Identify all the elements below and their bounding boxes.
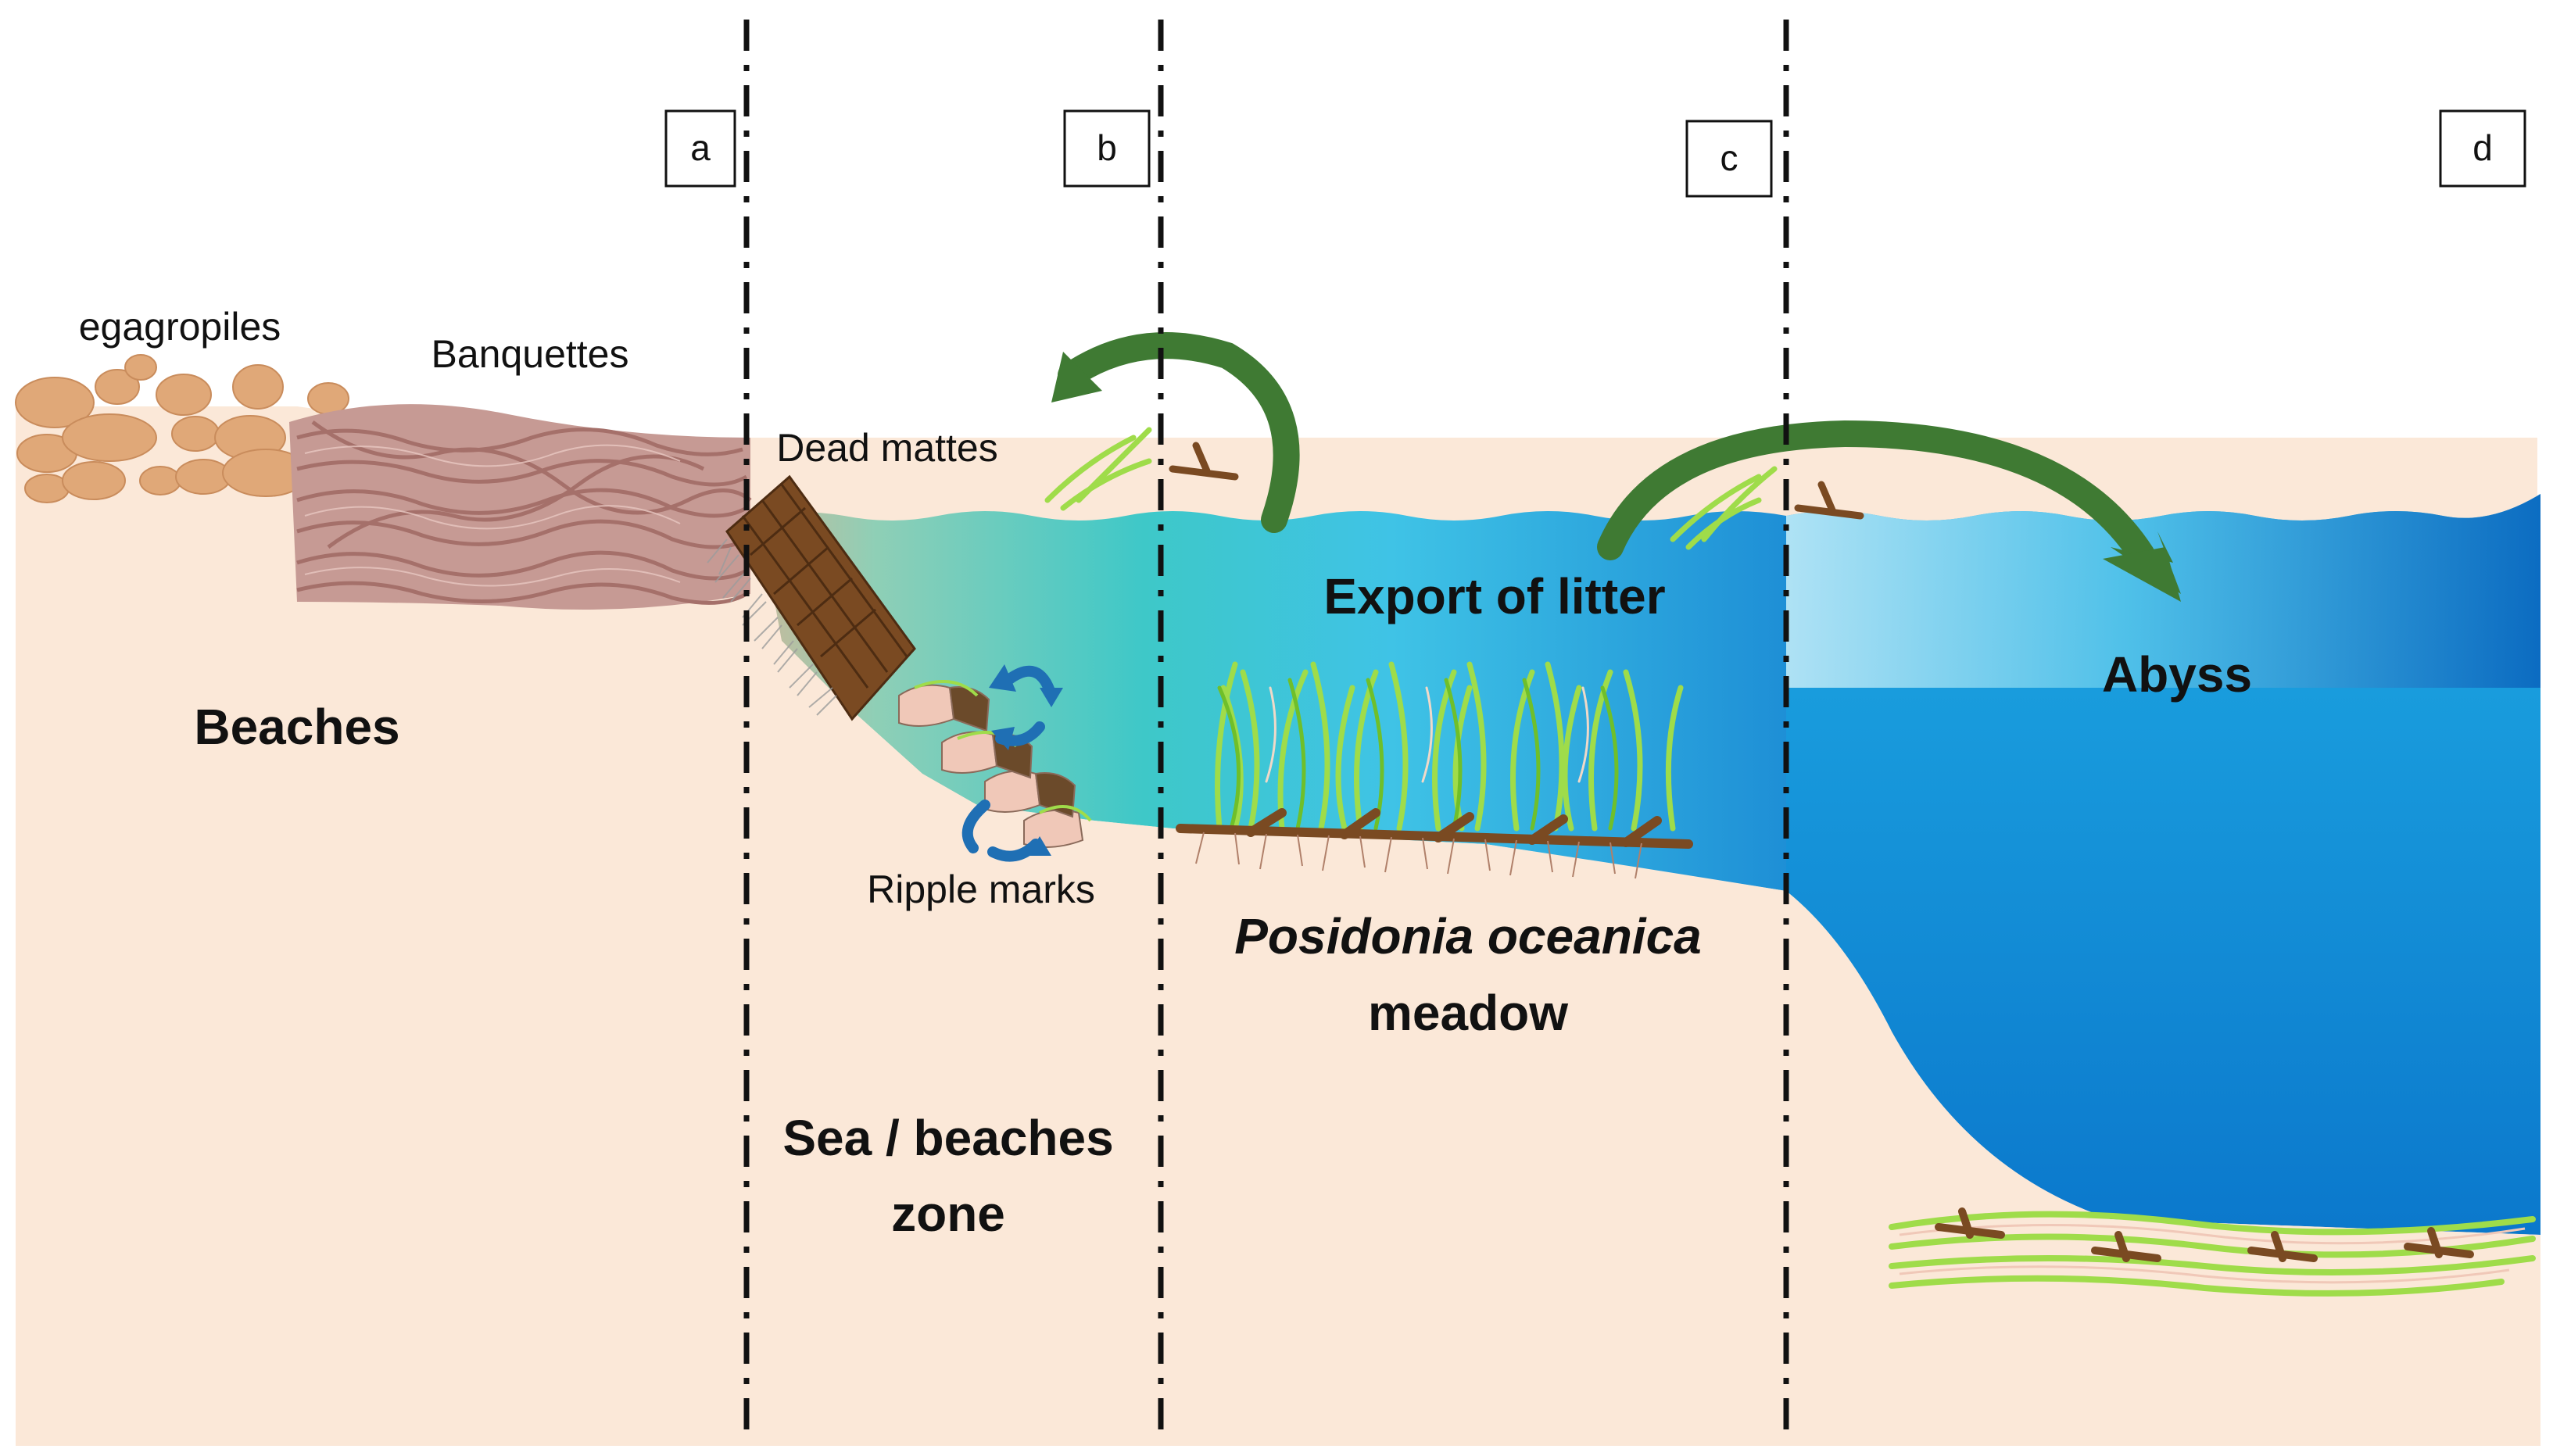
zone-letter-a: a [690,127,711,168]
export-arrow-icon [1051,332,1300,533]
zone-box-a: a [664,109,736,188]
abyss-arrow-icon [1597,420,2181,602]
label-sea-beaches: Sea / beaches [782,1110,1113,1166]
banquettes-mat [289,404,752,610]
zone-letter-d: d [2472,127,2493,168]
dead-mattes-block [707,474,916,721]
ripple-marks [898,664,1092,862]
beach-berm [16,406,1786,1446]
label-zone: zone [891,1186,1005,1242]
label-abyss: Abyss [2102,646,2252,703]
label-meadow: meadow [1368,985,1568,1041]
label-ripple-marks: Ripple marks [867,868,1095,911]
zone-box-b: b [1063,109,1151,188]
zone-dividers [743,20,1789,1438]
leaf-litter-icon [1044,427,1864,550]
label-egagropiles: egagropiles [79,305,281,349]
label-dead-mattes: Dead mattes [776,426,997,470]
abyss-litter-mat [1889,1207,2536,1297]
label-posidonia-species: Posidonia oceanica [1234,908,1702,964]
posidonia-meadow [1176,661,1693,879]
label-export-of-litter: Export of litter [1323,568,1665,624]
abyss-slope [1786,891,2540,1446]
label-beaches: Beaches [194,699,399,755]
label-banquettes: Banquettes [431,332,629,376]
zone-box-c: c [1685,120,1773,198]
rhizome-icon [1176,808,1693,849]
zone-letter-b: b [1097,127,1117,168]
zone-letter-c: c [1720,138,1738,178]
zone-box-d: d [2439,109,2526,188]
